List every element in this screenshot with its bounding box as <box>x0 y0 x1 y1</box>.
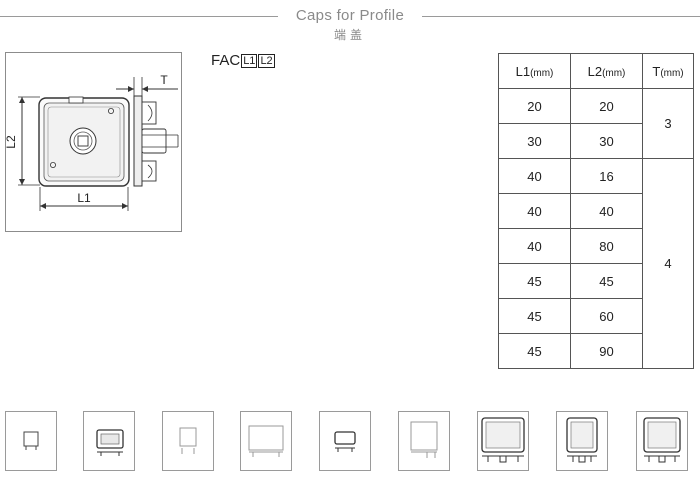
page-subtitle: 端盖 <box>333 28 366 42</box>
label-t: T <box>160 73 168 87</box>
part-code: FAC L1 L2 <box>211 52 275 69</box>
small-wide-cap-icon <box>334 431 356 452</box>
thumbnail-2[interactable] <box>83 411 135 471</box>
thumbnail-strip <box>0 411 700 471</box>
thumbnail-5[interactable] <box>319 411 371 471</box>
thumbnail-9[interactable] <box>636 411 688 471</box>
square-large-cap-icon <box>566 417 598 463</box>
label-l2: L2 <box>6 135 18 149</box>
cell-l2: 80 <box>570 228 643 264</box>
col-header-l1: L1(mm) <box>498 53 571 89</box>
cell-l2: 45 <box>570 263 643 299</box>
spec-table: L1(mm) L2(mm) T(mm) 20 20 3 30 30 40 16 … <box>498 53 694 369</box>
table-row: 40 40 <box>498 193 694 229</box>
wide-large-cap-icon <box>481 417 525 463</box>
cell-l1: 45 <box>498 333 571 369</box>
square-large-outline-icon <box>410 421 438 458</box>
header-line-right <box>422 16 700 17</box>
table-row: 40 16 4 <box>498 158 694 369</box>
cell-l1: 45 <box>498 298 571 334</box>
cell-l1: 40 <box>498 228 571 264</box>
cell-l2: 30 <box>570 123 643 159</box>
cell-l2: 90 <box>570 333 643 369</box>
thumbnail-6[interactable] <box>398 411 450 471</box>
cell-l1: 40 <box>498 158 571 194</box>
table-row: 45 90 <box>498 333 694 369</box>
part-code-prefix: FAC <box>211 52 241 69</box>
thumbnail-8[interactable] <box>556 411 608 471</box>
square-outline-icon <box>179 427 197 454</box>
thumbnail-1[interactable] <box>5 411 57 471</box>
cell-l1: 20 <box>498 88 571 124</box>
wide-outline-icon <box>248 425 284 457</box>
col-header-l2: L2(mm) <box>570 53 643 89</box>
cell-l1: 30 <box>498 123 571 159</box>
cell-l2: 20 <box>570 88 643 124</box>
cap-drawing-svg: L2 L1 T <box>6 73 179 211</box>
cell-l2: 60 <box>570 298 643 334</box>
cell-l1: 45 <box>498 263 571 299</box>
cell-t-group-2: 4 <box>642 158 694 369</box>
label-l1: L1 <box>77 191 91 205</box>
table-row: 45 45 <box>498 263 694 299</box>
page-title: Caps for Profile <box>295 7 405 24</box>
small-cap-icon <box>23 431 39 450</box>
cell-l2: 40 <box>570 193 643 229</box>
square-large-alt-cap-icon <box>643 417 681 463</box>
col-header-t: T(mm) <box>642 53 694 89</box>
cell-l2: 16 <box>570 158 643 194</box>
header-line-left <box>0 16 278 17</box>
thumbnail-7[interactable] <box>477 411 529 471</box>
thumbnail-3[interactable] <box>162 411 214 471</box>
part-code-l2-box: L2 <box>258 53 275 68</box>
thumbnail-4[interactable] <box>240 411 292 471</box>
part-code-l1-box: L1 <box>241 53 258 68</box>
technical-drawing: L2 L1 T <box>5 52 182 232</box>
table-header-row: L1(mm) L2(mm) T(mm) <box>498 53 694 89</box>
cell-t-group-1: 3 <box>642 88 694 159</box>
cell-l1: 40 <box>498 193 571 229</box>
table-row: 20 20 3 <box>498 88 694 159</box>
wide-cap-icon <box>96 429 124 456</box>
